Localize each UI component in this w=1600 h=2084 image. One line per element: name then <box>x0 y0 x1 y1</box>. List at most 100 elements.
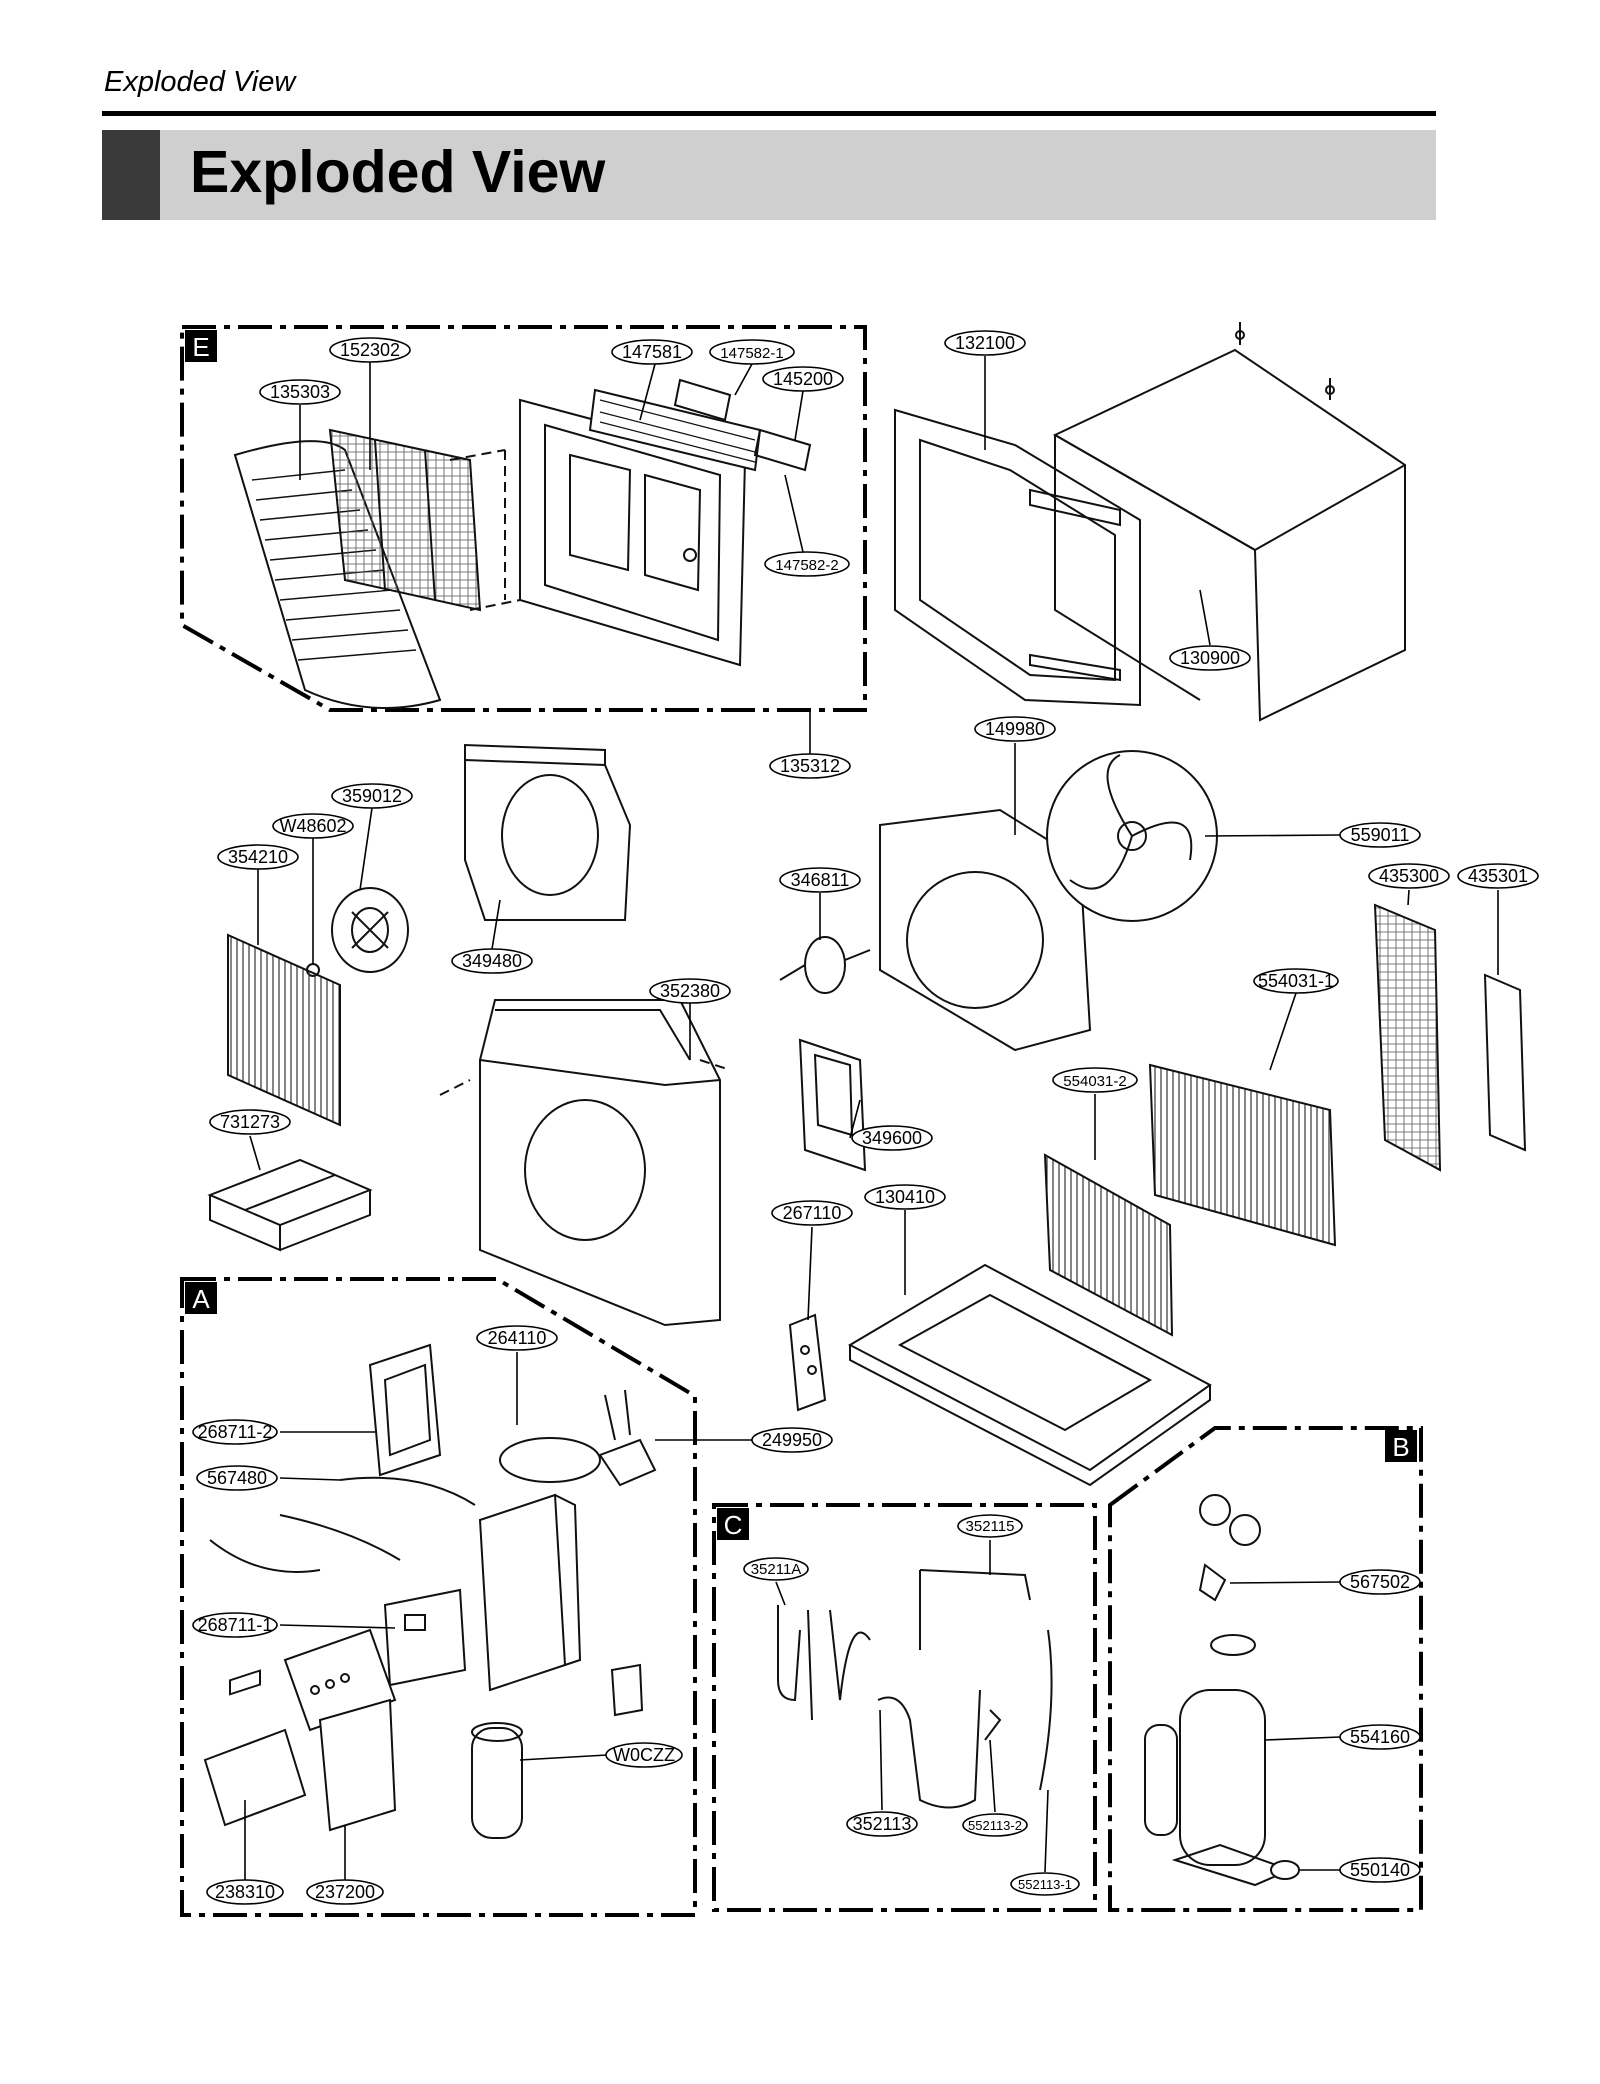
tube-552113-2 <box>984 1709 1002 1741</box>
overload-cover <box>1199 1494 1261 1546</box>
svg-text:352380: 352380 <box>660 981 720 1001</box>
svg-text:W0CZZ: W0CZZ <box>613 1745 675 1765</box>
svg-text:559011: 559011 <box>1351 825 1410 845</box>
callout-264110: 264110 <box>476 1325 558 1351</box>
running-head: Exploded View <box>104 66 296 98</box>
shroud <box>879 808 1092 1052</box>
section-letter-B: B <box>1392 1432 1409 1462</box>
display-panel <box>283 1628 397 1732</box>
callout-152302: 152302 <box>329 337 411 363</box>
tube-35211A <box>777 1605 871 1721</box>
callout-147582-1: 147582-1 <box>709 339 795 365</box>
svg-text:130900: 130900 <box>1180 648 1240 668</box>
control-box <box>368 1343 442 1477</box>
callout-130900: 130900 <box>1169 645 1251 671</box>
svg-text:268711-2: 268711-2 <box>198 1422 273 1442</box>
callout-135312: 135312 <box>769 753 851 779</box>
svg-text:731273: 731273 <box>220 1112 280 1132</box>
control-label-panel <box>203 1669 307 1827</box>
control-housing <box>478 1493 582 1692</box>
callout-130410: 130410 <box>864 1184 946 1210</box>
condenser-coil <box>1148 1063 1337 1247</box>
svg-text:550140: 550140 <box>1350 1860 1410 1880</box>
svg-text:147581: 147581 <box>622 342 682 362</box>
svg-text:349600: 349600 <box>862 1128 922 1148</box>
page-title: Exploded View <box>190 139 606 205</box>
control-bracket <box>318 1698 397 1832</box>
svg-text:135312: 135312 <box>780 756 840 776</box>
blower-wheel <box>331 887 409 973</box>
svg-text:567502: 567502 <box>1350 1572 1410 1592</box>
svg-text:349480: 349480 <box>462 951 522 971</box>
capacitor-clip <box>610 1663 644 1717</box>
callout-145200: 145200 <box>762 366 844 392</box>
callout-435300: 435300 <box>1368 863 1450 889</box>
callout-W48602: W48602 <box>272 813 354 839</box>
tube-352113 <box>877 1689 981 1809</box>
part-drawings <box>203 322 1527 1887</box>
header-rule <box>102 111 1436 116</box>
callout-135303: 135303 <box>259 379 341 405</box>
svg-text:554031-2: 554031-2 <box>1063 1073 1126 1090</box>
callout-346811: 346811 <box>779 867 861 893</box>
svg-text:554160: 554160 <box>1350 1727 1410 1747</box>
leader-lines <box>244 356 1499 1880</box>
callout-268711-1: 268711-1 <box>192 1612 278 1638</box>
callout-352115: 352115 <box>957 1514 1023 1538</box>
callout-731273: 731273 <box>209 1109 291 1135</box>
callout-249950: 249950 <box>751 1427 833 1453</box>
section-letters: E A B C <box>185 330 1417 1540</box>
svg-text:435300: 435300 <box>1379 866 1439 886</box>
frame-C <box>712 1503 1097 1912</box>
frame-B <box>1108 1426 1423 1912</box>
callout-147582-2: 147582-2 <box>764 551 850 577</box>
svg-text:552113-1: 552113-1 <box>1018 1877 1072 1892</box>
svg-text:W48602: W48602 <box>279 816 346 836</box>
outer-cabinet <box>1052 322 1406 722</box>
callout-35211A: 35211A <box>743 1557 809 1581</box>
svg-text:249950: 249950 <box>762 1430 822 1450</box>
accessory-box <box>207 1158 373 1252</box>
air-guide <box>439 999 731 1327</box>
svg-text:352113: 352113 <box>853 1814 912 1834</box>
wire-harness <box>209 1476 476 1573</box>
fan-motor <box>779 936 871 994</box>
main-pcb <box>383 1588 467 1687</box>
svg-text:554031-1: 554031-1 <box>1258 971 1334 991</box>
svg-text:267110: 267110 <box>783 1203 842 1223</box>
svg-text:552113-2: 552113-2 <box>968 1818 1022 1833</box>
callout-359012: 359012 <box>331 783 413 809</box>
compressor <box>1144 1689 1293 1887</box>
condenser-front-coil <box>1043 1153 1174 1337</box>
callout-237200: 237200 <box>306 1879 384 1905</box>
svg-text:132100: 132100 <box>955 333 1015 353</box>
air-filter <box>328 428 482 612</box>
callout-559011: 559011 <box>1339 822 1421 848</box>
louver-links <box>673 378 812 472</box>
callout-552113-2: 552113-2 <box>962 1813 1028 1837</box>
capacitor <box>471 1722 523 1839</box>
callout-435301: 435301 <box>1457 863 1539 889</box>
svg-text:567480: 567480 <box>207 1468 267 1488</box>
svg-text:352115: 352115 <box>966 1518 1015 1535</box>
capillary-552113-1 <box>1039 1629 1053 1791</box>
condenser-guard <box>1373 903 1442 1172</box>
propeller-fan <box>1046 750 1218 922</box>
callout-567480: 567480 <box>196 1465 278 1491</box>
grommet <box>1270 1860 1300 1880</box>
callout-349480: 349480 <box>451 948 533 974</box>
compressor-terminal <box>1198 1563 1256 1656</box>
callout-567502: 567502 <box>1339 1569 1421 1595</box>
callout-352113: 352113 <box>846 1811 918 1837</box>
side-frame <box>894 408 1141 707</box>
frame-E <box>180 325 867 712</box>
svg-text:435301: 435301 <box>1468 866 1528 886</box>
svg-text:130410: 130410 <box>875 1187 935 1207</box>
svg-text:135303: 135303 <box>270 382 330 402</box>
section-letter-C: C <box>724 1510 743 1540</box>
svg-text:346811: 346811 <box>791 870 850 890</box>
svg-text:147582-1: 147582-1 <box>720 345 783 362</box>
title-banner: Exploded View <box>102 130 1436 220</box>
callout-238310: 238310 <box>206 1879 284 1905</box>
